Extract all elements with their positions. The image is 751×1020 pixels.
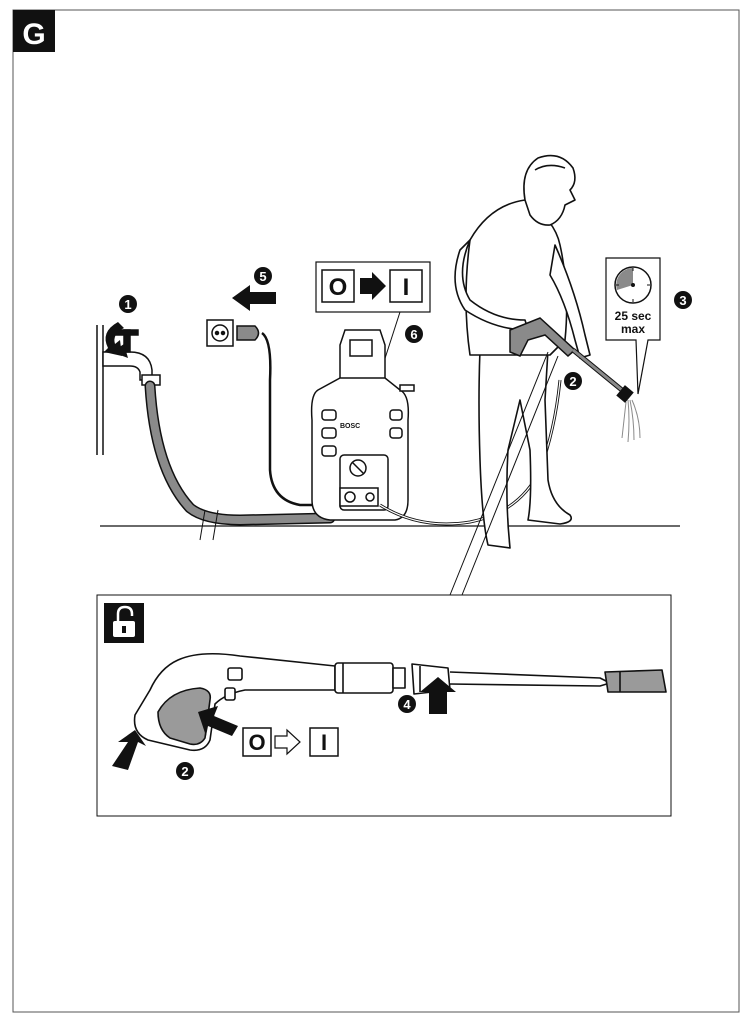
wall bbox=[96, 325, 104, 455]
power-plug bbox=[236, 325, 260, 341]
section-badge: G bbox=[13, 10, 55, 52]
detail-on-symbol: I bbox=[321, 730, 327, 755]
callout-lock-ring: 4 bbox=[398, 695, 416, 713]
spray-gun-detail bbox=[133, 652, 667, 752]
callout-switch-number: 6 bbox=[410, 327, 417, 342]
garden-hose-fill bbox=[146, 382, 334, 525]
callout-trigger-detail-number: 2 bbox=[181, 764, 188, 779]
switch-on-symbol: I bbox=[403, 274, 410, 301]
callout-timer: 3 bbox=[674, 291, 692, 309]
pressure-washer: BOSC bbox=[310, 329, 415, 521]
power-cable bbox=[261, 331, 318, 507]
callout-plug-number: 5 bbox=[259, 269, 266, 284]
callout-tap: 1 bbox=[119, 295, 137, 313]
section-letter: G bbox=[22, 18, 45, 51]
garden-hose bbox=[144, 380, 336, 526]
page-border bbox=[12, 9, 740, 1013]
detail-off-symbol: O bbox=[248, 730, 265, 755]
callout-timer-number: 3 bbox=[679, 293, 686, 308]
zoom-line-left bbox=[449, 351, 549, 596]
switch-off-symbol: O bbox=[329, 274, 348, 301]
callout-trigger-top-number: 2 bbox=[569, 374, 576, 389]
brand-mark: BOSC bbox=[340, 423, 360, 430]
callout-switch: 6 bbox=[405, 325, 423, 343]
callout-tap-number: 1 bbox=[124, 297, 131, 312]
tap-rotate-arrow-2 bbox=[112, 344, 128, 358]
switch-panel: O I bbox=[315, 261, 431, 313]
timer-line2: max bbox=[621, 322, 645, 336]
detail-switch-arrow bbox=[274, 728, 301, 756]
water-spray bbox=[621, 399, 641, 443]
spray-gun-in-hand bbox=[509, 317, 634, 403]
callout-plug: 5 bbox=[254, 267, 272, 285]
detail-switch-panel: O I bbox=[242, 727, 339, 757]
hose-break-marks bbox=[199, 509, 219, 541]
callout-trigger-top: 2 bbox=[564, 372, 582, 390]
zoom-line-right bbox=[461, 355, 559, 596]
callout-trigger-detail: 2 bbox=[176, 762, 194, 780]
unlock-padlock-icon bbox=[104, 603, 144, 643]
power-socket bbox=[206, 319, 234, 347]
switch-arrow bbox=[360, 272, 386, 300]
high-pressure-hose-inner bbox=[379, 379, 561, 525]
water-tap bbox=[102, 329, 161, 386]
trigger-press-arrow bbox=[198, 706, 238, 736]
timer-line1: 25 sec bbox=[615, 309, 652, 323]
operator-person bbox=[454, 154, 591, 549]
lock-ring-push-arrow bbox=[420, 677, 456, 714]
timer-box: 25 sec max bbox=[605, 257, 661, 395]
safety-press-arrow bbox=[112, 730, 146, 770]
stopwatch-icon bbox=[614, 266, 652, 304]
plug-in-arrow bbox=[232, 285, 276, 311]
callout-lock-ring-number: 4 bbox=[403, 697, 411, 712]
